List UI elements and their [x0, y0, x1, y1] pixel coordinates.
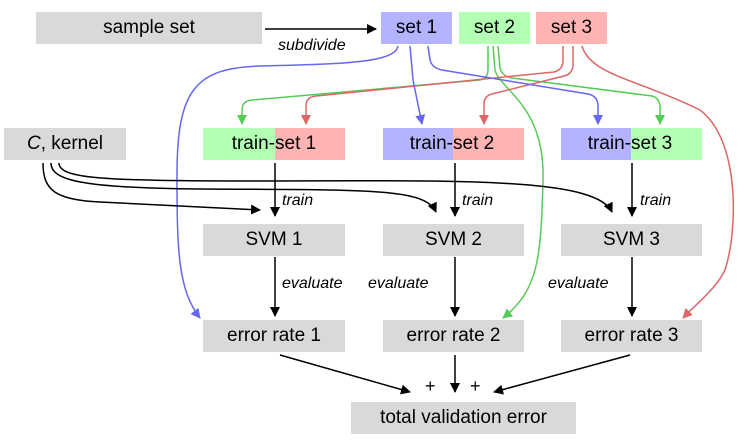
- train-label-2: train: [462, 192, 494, 209]
- arrow-set2-to-train3: [497, 45, 665, 125]
- evaluate-label-3: evaluate: [548, 275, 609, 292]
- train-set1-node: train-set 1: [203, 128, 345, 160]
- train-set2-suffix: set 2: [453, 128, 524, 160]
- train-label-1: train: [282, 192, 314, 209]
- params-node: C, kernel: [4, 128, 126, 160]
- evaluate-label-2: evaluate: [368, 275, 429, 292]
- set2-node: set 2: [459, 12, 530, 44]
- evaluate-label-1: evaluate: [282, 275, 343, 292]
- arrow-set2-to-error2: [492, 45, 544, 319]
- arrow-error3-to-total: [493, 354, 631, 395]
- error-rate2-node: error rate 2: [383, 320, 524, 352]
- plus-sign-2: +: [470, 376, 481, 396]
- arrow-set3-to-train1: [301, 46, 564, 125]
- train-set1-prefix: train-: [203, 128, 275, 160]
- arrow-set1-to-train3: [427, 45, 603, 125]
- arrow-params-to-svm3: [58, 162, 613, 213]
- plus-sign-1: +: [425, 376, 436, 396]
- arrow-params-to-svm1: [42, 162, 261, 215]
- svm1-node: SVM 1: [203, 224, 345, 256]
- error-rate1-node: error rate 1: [203, 320, 345, 352]
- train-set3-suffix: set 3: [631, 128, 702, 160]
- param-kernel: , kernel: [40, 133, 104, 154]
- arrow-params-to-svm2: [50, 162, 437, 213]
- svm3-node: SVM 3: [561, 224, 702, 256]
- param-c: C: [26, 133, 41, 154]
- train-set3-prefix: train-: [561, 128, 631, 160]
- arrow-set3-to-error3: [581, 45, 735, 319]
- set1-node: set 1: [381, 12, 452, 44]
- set3-node: set 3: [536, 12, 607, 44]
- svm2-node: SVM 2: [383, 224, 524, 256]
- arrow-set2-to-train1: [237, 46, 489, 125]
- error-rate3-node: error rate 3: [561, 320, 702, 352]
- train-set2-prefix: train-: [383, 128, 453, 160]
- arrow-set1-to-error1: [176, 45, 399, 319]
- subdivide-label: subdivide: [278, 37, 346, 54]
- train-label-3: train: [640, 192, 672, 209]
- sample-set-node: sample set: [36, 12, 262, 44]
- arrow-set1-to-train2: [409, 45, 426, 125]
- arrow-error1-to-total: [279, 354, 411, 395]
- total-validation-error-node: total validation error: [351, 402, 576, 434]
- train-set3-node: train-set 3: [561, 128, 702, 160]
- train-set2-node: train-set 2: [383, 128, 524, 160]
- train-set1-suffix: set 1: [275, 128, 345, 160]
- arrow-set3-to-train2: [479, 46, 574, 125]
